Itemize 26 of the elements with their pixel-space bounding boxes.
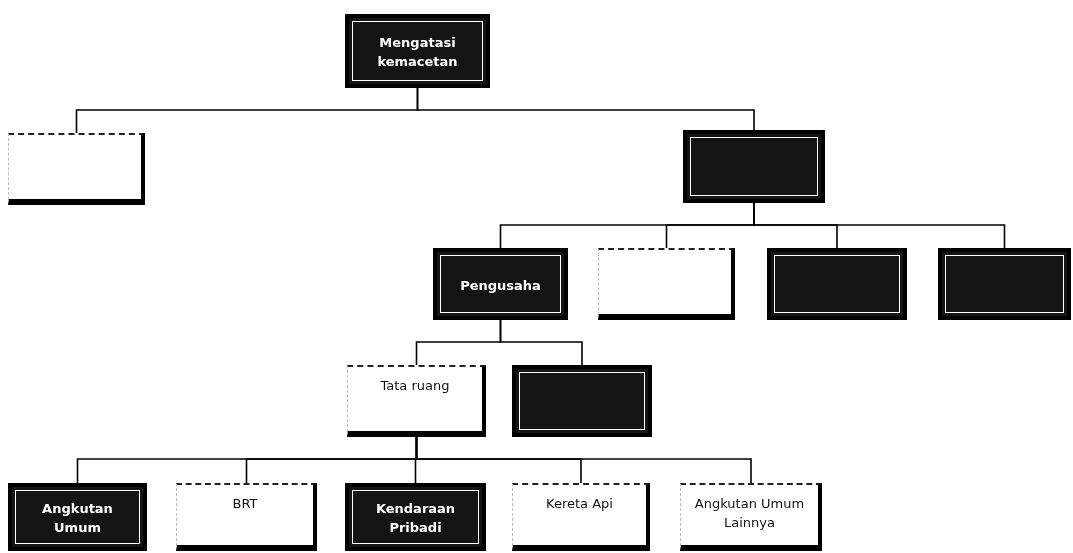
box-label: Angkutan Umum <box>41 500 114 537</box>
dark-box <box>8 483 147 551</box>
box-label: Kendaraan Pribadi <box>374 500 457 537</box>
box <box>176 483 317 551</box>
dark-box <box>345 14 490 88</box>
box-label: Angkutan Umum Lainnya <box>693 495 806 532</box>
box <box>8 133 145 205</box>
connector-line <box>753 202 1006 249</box>
dark-box <box>938 248 1071 320</box>
box <box>512 483 650 551</box>
box <box>347 365 486 437</box>
dark-box <box>683 130 825 203</box>
dark-box <box>345 483 486 551</box>
box-label: Mengatasi kemacetan <box>376 34 459 71</box>
dark-box <box>433 248 568 320</box>
dark-box <box>512 365 652 437</box>
box-label: Tata ruang <box>380 377 450 395</box>
connector-line <box>416 87 755 131</box>
box-label: Kereta Api <box>546 495 613 513</box>
box <box>680 483 822 551</box>
connector-line <box>415 436 752 484</box>
box-label: Pengusaha <box>460 276 541 295</box>
connector-line <box>499 319 583 366</box>
box-label: BRT <box>232 495 258 513</box>
dark-box <box>767 248 907 320</box>
box <box>598 248 735 320</box>
